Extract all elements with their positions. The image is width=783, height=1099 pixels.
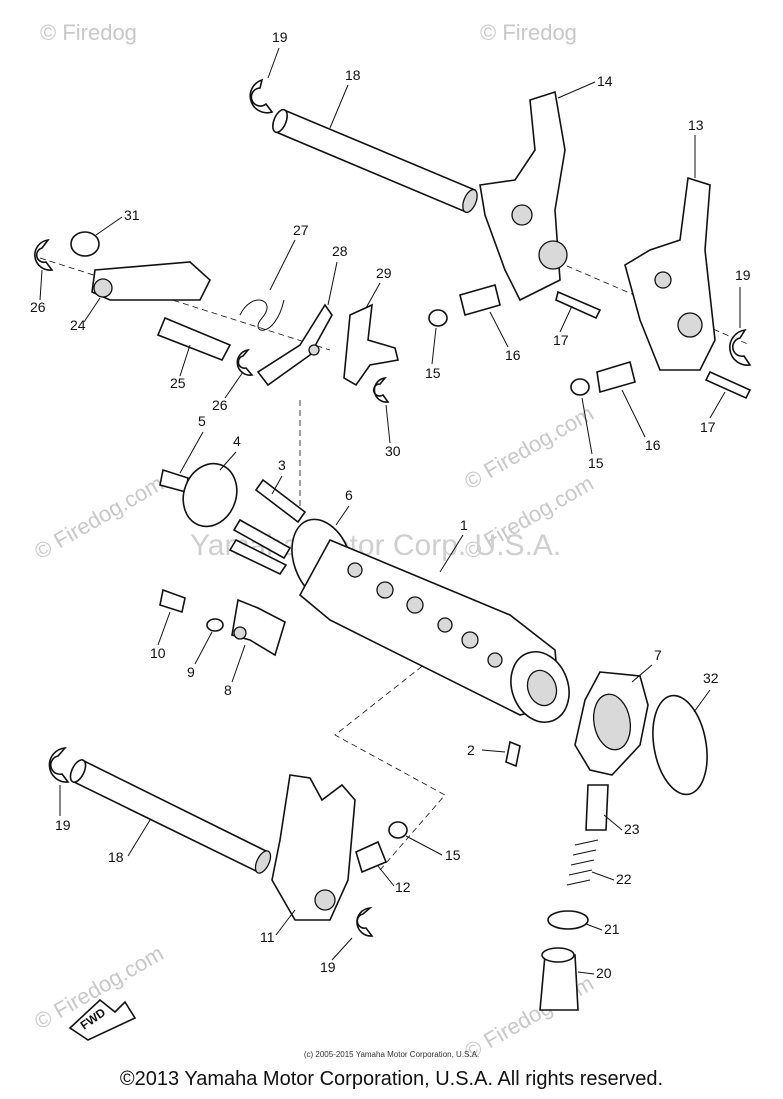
copyright-small: (c) 2005-2015 Yamaha Motor Corporation, … [303,1050,480,1059]
callout-21: 21 [604,921,620,937]
callout-2: 2 [467,742,475,758]
callout-18-lower: 18 [108,849,124,865]
callout-20: 20 [596,965,612,981]
callout-27: 27 [293,222,309,238]
callout-15-upper: 15 [425,365,441,381]
lower-shift-shaft [48,747,408,937]
callout-15-lower: 15 [588,455,604,471]
callout-11: 11 [260,929,275,945]
watermark-mid-left: © Firedog.com [30,470,168,564]
detent-assembly [539,784,609,1011]
callout-29: 29 [376,265,392,281]
callout-16-upper: 16 [505,347,521,363]
callout-1: 1 [460,517,468,533]
callouts: 19 18 14 13 31 27 28 29 26 24 25 26 30 1… [30,29,751,981]
callout-9: 9 [187,664,195,680]
callout-6: 6 [345,487,353,503]
callout-28: 28 [332,243,348,259]
callout-22: 22 [616,871,632,887]
callout-16-lower: 16 [645,437,661,453]
callout-10: 10 [150,645,166,661]
callout-26-left: 26 [30,299,46,315]
callout-8: 8 [224,682,232,698]
shift-fork-14 [479,90,568,302]
stopper-parts [159,588,286,657]
callout-30: 30 [385,443,401,459]
callout-5: 5 [198,413,206,429]
segment-and-cap [505,671,708,796]
callout-19-lower-left: 19 [55,817,71,833]
callout-3: 3 [278,457,286,473]
callout-26-mid: 26 [212,397,228,413]
callout-25: 25 [170,375,186,391]
callout-23: 23 [624,821,640,837]
callout-19-right: 19 [735,267,751,283]
callout-17-lower: 17 [700,419,716,435]
fork-pins-and-rollers [428,284,752,400]
shift-drum-assembly [159,462,570,723]
callout-18-top: 18 [345,67,361,83]
callout-31: 31 [124,207,140,223]
callout-13: 13 [688,117,704,133]
callout-32: 32 [703,670,719,686]
callout-14: 14 [597,73,613,89]
upper-shift-shaft [249,78,478,214]
watermark-top-right: © Firedog [480,20,577,45]
callout-12: 12 [395,879,411,895]
callout-15-bottom: 15 [445,847,461,863]
callout-4: 4 [233,433,241,449]
assembly-axes [39,249,751,871]
callout-19-bottom: 19 [320,959,336,975]
callout-7: 7 [654,647,662,663]
shift-arm-assembly [34,231,399,403]
callout-17-upper: 17 [553,332,569,348]
shift-fork-13 [624,176,716,371]
copyright-main: ©2013 Yamaha Motor Corporation, U.S.A. A… [119,1068,664,1090]
callout-24: 24 [70,317,86,333]
callout-19-top: 19 [272,29,288,45]
watermark-top-left: © Firedog [40,20,137,45]
